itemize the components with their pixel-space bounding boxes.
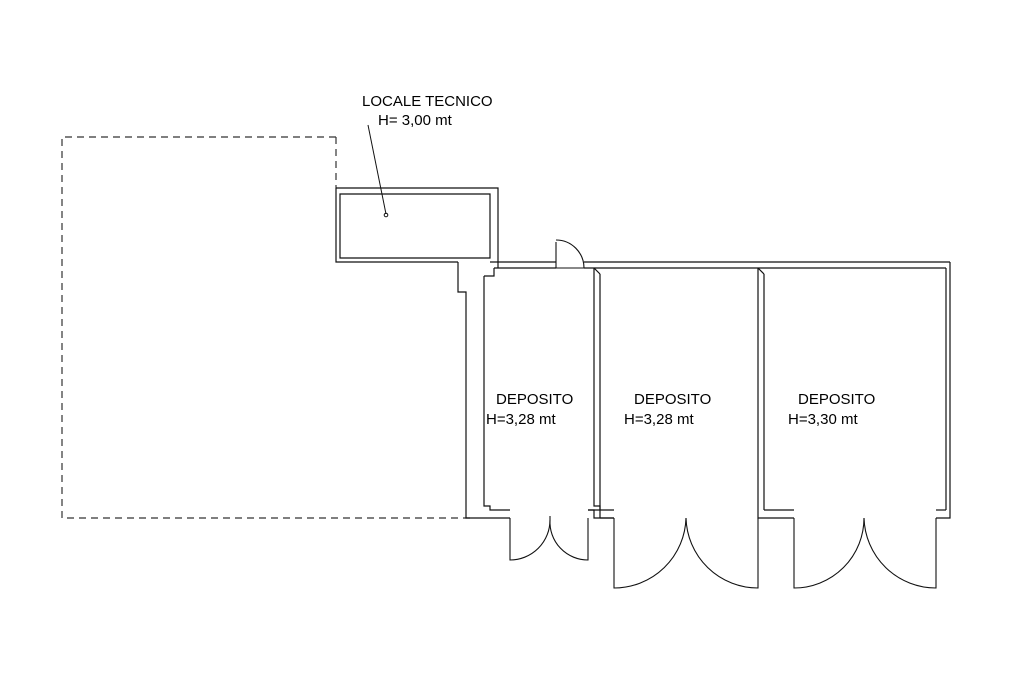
door-deposito-2 bbox=[613, 517, 759, 589]
room-label-locale-tecnico: LOCALE TECNICO bbox=[362, 93, 493, 110]
external-area-outline bbox=[61, 136, 472, 519]
room-height-deposito-2: H=3,28 mt bbox=[624, 411, 694, 428]
door-top-entry bbox=[555, 239, 585, 269]
door-deposito-1 bbox=[509, 516, 589, 561]
locale-tecnico-leader-dot bbox=[383, 212, 389, 218]
locale-tecnico-leader-line bbox=[367, 124, 387, 215]
room-label-deposito-3: DEPOSITO bbox=[798, 391, 875, 408]
room-height-deposito-3: H=3,30 mt bbox=[788, 411, 858, 428]
room-locale-tecnico bbox=[335, 187, 499, 268]
deposit-block-walls bbox=[457, 261, 951, 519]
room-label-deposito-2: DEPOSITO bbox=[634, 391, 711, 408]
room-label-deposito-1: DEPOSITO bbox=[496, 391, 573, 408]
room-height-deposito-1: H=3,28 mt bbox=[486, 411, 556, 428]
room-height-locale-tecnico: H= 3,00 mt bbox=[378, 112, 453, 129]
door-deposito-3 bbox=[793, 517, 937, 589]
